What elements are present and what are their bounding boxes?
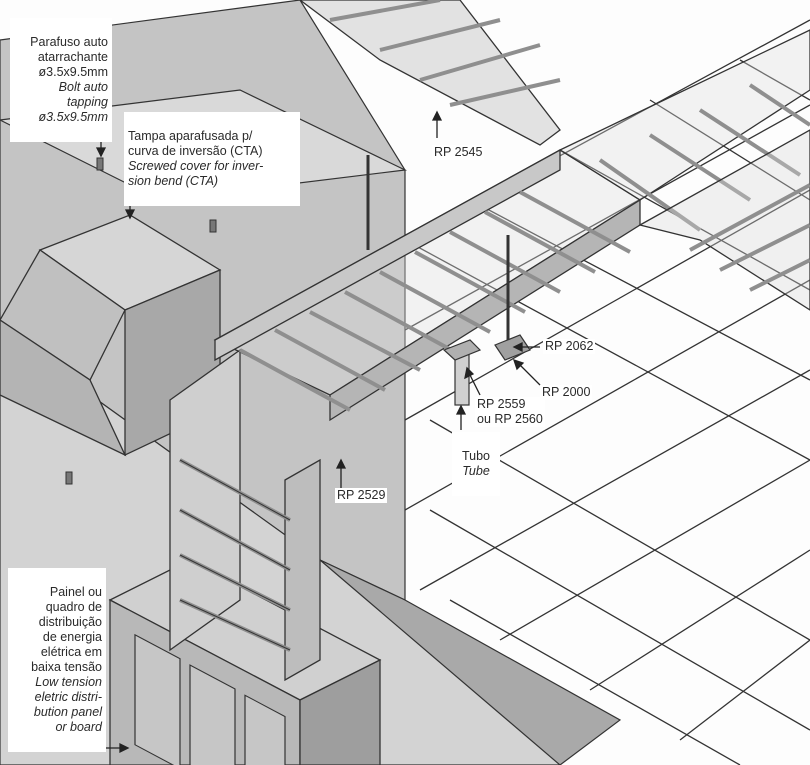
rp2000-label: RP 2000 [540, 385, 593, 400]
cta-cover-front [0, 319, 127, 457]
support-rods [366, 155, 531, 406]
bolt-label-pt: Parafuso auto atarrachante ø3.5x9.5mm [30, 35, 108, 79]
tube-label: Tubo Tube [452, 432, 500, 496]
panel-door-2 [189, 664, 236, 765]
slab-edge [319, 559, 622, 765]
vertical-riser [169, 348, 321, 682]
panel-door-1 [134, 633, 181, 765]
panel-label-pt: Painel ou quadro de distribuição de ener… [31, 585, 102, 674]
cta-cover-label-pt: Tampa aparafusada p/ curva de inversão (… [128, 129, 263, 158]
rp2559-label: RP 2559 ou RP 2560 [475, 397, 545, 427]
rp2529-label: RP 2529 [335, 488, 388, 503]
ladder-tray-main [213, 148, 642, 422]
floor-tile-grid [404, 19, 810, 765]
panel-label: Painel ou quadro de distribuição de ener… [8, 568, 106, 752]
cta-cover-label-en: Screwed cover for inver- sion bend (CTA) [128, 159, 264, 188]
ladder-tray-upper [298, 0, 810, 311]
bolt-label-en: Bolt auto tapping ø3.5x9.5mm [38, 80, 108, 124]
panel-door-3 [244, 694, 286, 765]
cta-cover-label: Tampa aparafusada p/ curva de inversão (… [124, 112, 300, 206]
panel-label-en: Low tension eletric distri- bution panel… [33, 675, 102, 734]
leader-arrows [95, 110, 541, 754]
panel-side [299, 658, 381, 765]
tube-label-pt: Tubo [461, 449, 491, 463]
tube-label-en: Tube [462, 464, 490, 478]
bolt-label: Parafuso auto atarrachante ø3.5x9.5mm Bo… [10, 18, 112, 142]
bolt-icons [65, 157, 217, 485]
rp2545-label: RP 2545 [432, 145, 485, 160]
rp2062-label: RP 2062 [543, 339, 596, 354]
